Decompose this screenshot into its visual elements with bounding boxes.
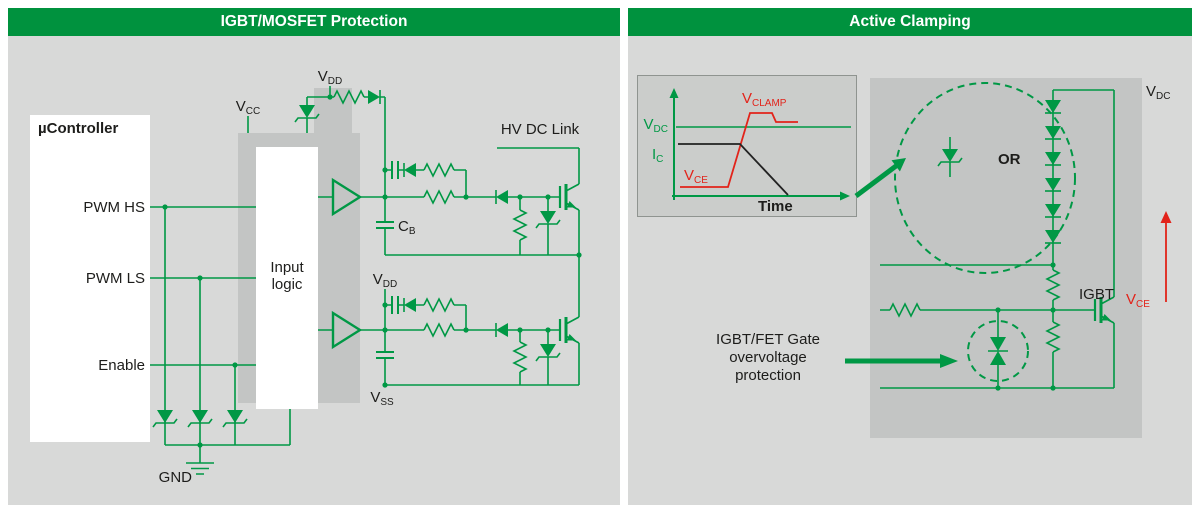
input-logic-label: Input logic (270, 259, 304, 293)
pin-pwm-hs: PWM HS (83, 199, 145, 216)
vce-label-right: VCE (1126, 291, 1150, 310)
ucontroller-box (30, 115, 150, 442)
graph-vce-label: VCE (684, 167, 708, 186)
or-label: OR (998, 151, 1021, 168)
vdd-shade-box (314, 88, 352, 133)
graph-vclamp-label: VCLAMP (742, 90, 787, 109)
vdc-label-right: VDC (1146, 83, 1171, 102)
hv-dc-link-label: HV DC Link (500, 121, 580, 138)
gate-protection-annotation: IGBT/FET Gate overvoltage protection (716, 331, 820, 384)
gnd-label: GND (158, 469, 192, 486)
vdd-top-label: VDD (317, 68, 343, 87)
vdd-mid-label: VDD (372, 271, 398, 290)
clamp-circuit-box (870, 78, 1142, 438)
pin-enable: Enable (98, 357, 145, 374)
pin-pwm-ls: PWM LS (85, 270, 145, 287)
cb-label: CB (398, 218, 416, 237)
left-panel-header: IGBT/MOSFET Protection (8, 8, 620, 36)
vss-label: VSS (370, 389, 394, 408)
igbt-label: IGBT (1079, 286, 1115, 303)
vcc-label: VCC (235, 98, 261, 117)
graph-time-label: Time (758, 198, 793, 215)
right-panel-title: Active Clamping (849, 13, 971, 30)
right-panel-header: Active Clamping (628, 8, 1192, 36)
ucontroller-title: µController (38, 120, 119, 137)
left-panel-title: IGBT/MOSFET Protection (220, 13, 408, 30)
graph-ic-label: IC (652, 146, 664, 165)
graph-vdc-label: VDC (643, 116, 668, 135)
